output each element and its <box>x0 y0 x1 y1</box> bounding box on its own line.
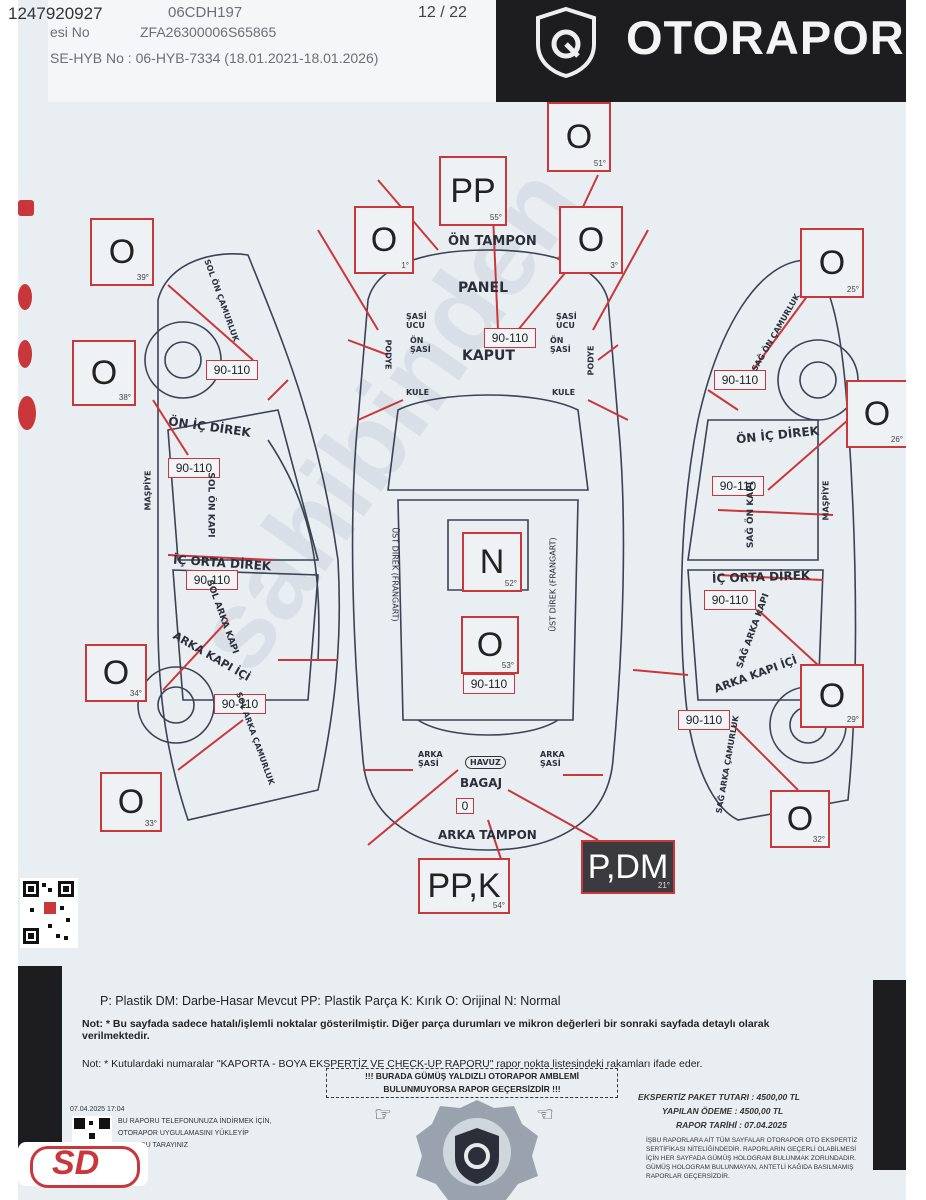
brand-header <box>496 0 906 102</box>
micron-sag-arka-kapi: 90-110 <box>704 590 756 610</box>
micron-bagaj-zero: 0 <box>456 798 474 814</box>
label-kaput: KAPUT <box>462 348 515 364</box>
micron-sol-arka-camurluk: 90-110 <box>214 694 266 714</box>
micron-sol-on: 90-110 <box>206 360 258 380</box>
micron-sol-arka-kapi: 90-110 <box>186 570 238 590</box>
label-on-sasi-right: ÖN ŞASİ <box>550 336 571 354</box>
dealer-logo: SD <box>18 1142 148 1188</box>
label-panel: PANEL <box>458 280 509 296</box>
label-sag-on-kapi: SAĞ ÖN KAPI <box>746 481 757 549</box>
label-kule-left: KULE <box>406 388 430 397</box>
label-arka-sasi-left: ARKA ŞASİ <box>418 750 443 768</box>
page-counter: 12 / 22 <box>418 4 467 21</box>
report-sheet: 06CDH197 esi No ZFA26300006S65865 SE-HYB… <box>18 0 906 1200</box>
side-badge-icon <box>18 340 32 368</box>
label-sasi-ucu-right: ŞASİ UCU <box>556 312 577 330</box>
vehicle-info-header: 06CDH197 esi No ZFA26300006S65865 SE-HYB… <box>48 0 496 102</box>
side-badge-icon <box>18 200 34 216</box>
fee-package: EKSPERTİZ PAKET TUTARI : 4500,00 TL <box>638 1092 801 1102</box>
pointing-hand-icon: ☜ <box>536 1104 554 1126</box>
corner-decoration <box>18 966 62 1166</box>
hologram-warning-box: !!! BURADA GÜMÜŞ YALDIZLI OTORAPOR AMBLE… <box>326 1068 618 1098</box>
micron-bagaj: 90-110 <box>463 674 515 694</box>
micron-sag-arka-camurluk: 90-110 <box>678 710 730 730</box>
listing-id: 1247920927 <box>8 4 103 23</box>
car-diagram <box>137 174 859 881</box>
label-on-tampon: ÖN TAMPON <box>448 234 537 249</box>
vehicle-plate-line: 06CDH197 <box>168 4 243 21</box>
micron-sag-on-kapi: 90-110 <box>712 476 764 496</box>
validity-disclaimer: İŞBU RAPORLARA AİT TÜM SAYFALAR OTORAPOR… <box>646 1137 858 1180</box>
hologram-warning-line2: BULUNMUYORSA RAPOR GEÇERSİZDİR !!! <box>383 1084 561 1094</box>
side-badge-icon <box>18 396 36 430</box>
qr-code-icon <box>20 878 78 948</box>
callout-lines <box>152 174 849 881</box>
label-sol-on-kapi: SOL ÖN KAPI <box>205 472 216 538</box>
label-maspiye-right: MAŞPİYE <box>821 480 831 521</box>
car-outlines <box>137 249 859 851</box>
micron-kaput: 90-110 <box>484 328 536 348</box>
otorapor-shield-logo <box>536 6 596 78</box>
label-bagaj: BAGAJ <box>460 776 503 790</box>
legend: P: Plastik DM: Darbe-Hasar Mevcut PP: Pl… <box>100 994 561 1008</box>
app-instruction-2: OTORAPOR UYGULAMASINI YÜKLEYİP <box>118 1130 249 1137</box>
fee-paid: YAPILAN ÖDEME : 4500,00 TL <box>662 1106 784 1116</box>
micron-sag-on: 90-110 <box>714 370 766 390</box>
label-podye-right: PODYE <box>586 345 596 376</box>
app-instruction-1: BU RAPORU TELEFONUNUZA İNDİRMEK İÇİN, <box>118 1118 272 1125</box>
label-kule-right: KULE <box>552 388 576 397</box>
micron-sol-on-kapi: 90-110 <box>168 458 220 478</box>
brand-wordmark: OTORAPOR <box>626 11 905 64</box>
label-arka-tampon: ARKA TAMPON <box>438 828 537 842</box>
side-badge-icon <box>18 284 32 310</box>
corner-decoration <box>873 980 906 1170</box>
print-timestamp: 07.04.2025 17:04 <box>70 1106 125 1113</box>
report-date: RAPOR TARİHİ : 07.04.2025 <box>676 1120 787 1130</box>
label-sasi-ucu-left: ŞASİ UCU <box>406 312 427 330</box>
hologram-warning-line1: !!! BURADA GÜMÜŞ YALDIZLI OTORAPOR AMBLE… <box>364 1071 580 1081</box>
note-1: Not: * Bu sayfada sadece hatalı/işlemli … <box>82 1018 770 1042</box>
label-on-sasi-left: ÖN ŞASİ <box>410 336 431 354</box>
label-podye-left: PODYE <box>383 339 393 370</box>
label-havuz: HAVUZ <box>465 756 506 769</box>
chassis-number: ZFA26300006S65865 <box>140 24 277 40</box>
pointing-hand-icon: ☞ <box>374 1104 392 1126</box>
note-2: Not: * Kutulardaki numaralar "KAPORTA - … <box>82 1058 703 1070</box>
label-maspiye-left: MAŞPİYE <box>143 470 153 511</box>
label-ust-direk-right: ÜST DİREK (FRANGART) <box>548 537 558 632</box>
label-ust-direk-left: ÜST DİREK (FRANGART) <box>390 527 400 622</box>
app-instruction-3: QR KODU TARAYINIZ <box>118 1142 189 1149</box>
label-arka-sasi-right: ARKA ŞASİ <box>540 750 565 768</box>
chassis-label: esi No <box>50 24 90 40</box>
hyb-number: SE-HYB No : 06-HYB-7334 (18.01.2021-18.0… <box>50 50 379 66</box>
silver-hologram-seal <box>416 1100 538 1200</box>
